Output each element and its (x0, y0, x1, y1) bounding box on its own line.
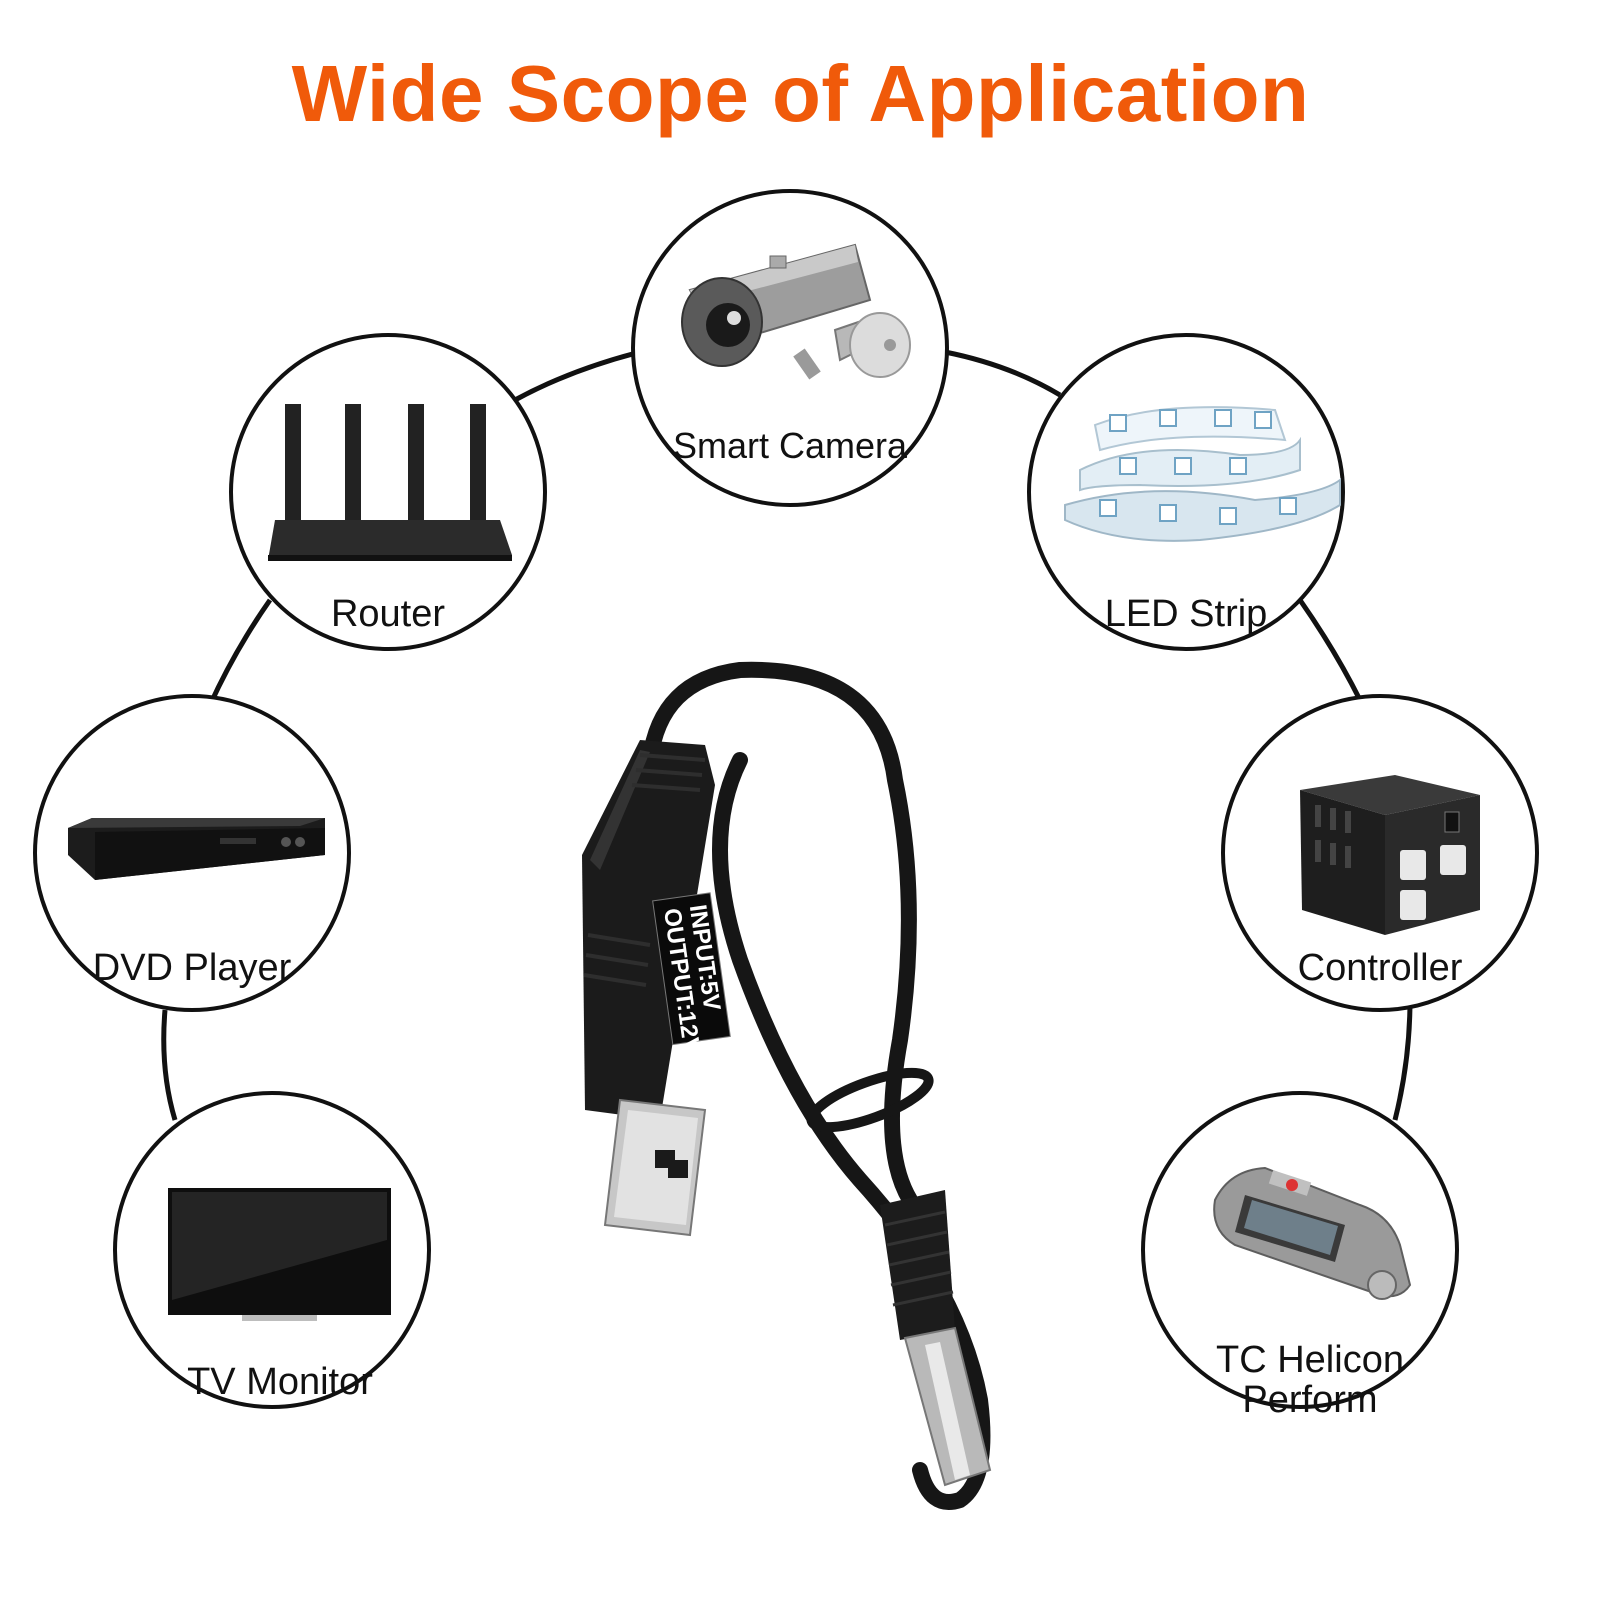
circle-router (229, 333, 547, 651)
voice-recorder-icon (1213, 1166, 1412, 1300)
label-tc-helicon: TC Helicon Perform (1216, 1339, 1404, 1421)
label-tv-monitor: TV Monitor (187, 1361, 373, 1403)
led-strip-icon (1064, 406, 1341, 542)
dvd-player-icon (68, 818, 325, 880)
router-icon (268, 404, 512, 561)
label-controller: Controller (1297, 947, 1463, 989)
label-dvd-player: DVD Player (92, 947, 292, 989)
connector-arc (161, 349, 1413, 1121)
cable-voltage-label: INPUT:5V OUTPUT:12V (652, 892, 731, 1056)
voltage-converter-icon (1300, 775, 1480, 935)
security-camera-icon (681, 243, 911, 380)
tv-monitor-icon (168, 1188, 391, 1321)
circle-smart-camera (631, 189, 949, 507)
label-smart-camera: Smart Camera (672, 425, 908, 466)
label-router: Router (330, 593, 446, 635)
page-title: Wide Scope of Application (291, 49, 1310, 138)
usb-dc-cable: INPUT:5V OUTPUT:12V (582, 661, 992, 1510)
label-led-strip: LED Strip (1104, 593, 1268, 635)
